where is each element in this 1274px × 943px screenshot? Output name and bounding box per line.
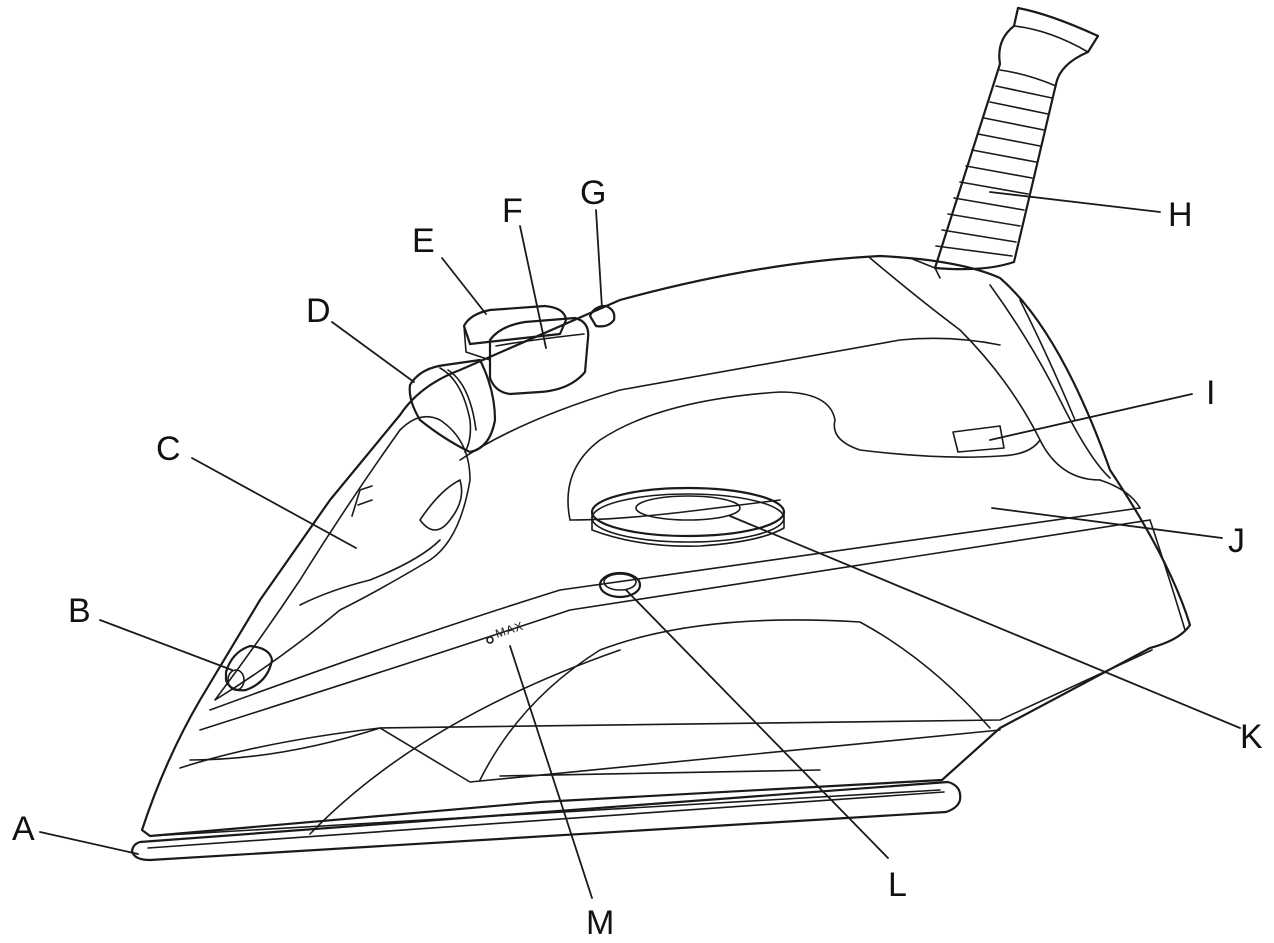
temperature-dial xyxy=(408,358,497,454)
label-b: B xyxy=(68,592,91,630)
indicator-light xyxy=(952,425,1005,453)
leader-c xyxy=(191,457,357,549)
label-d: D xyxy=(306,292,331,330)
label-c: C xyxy=(156,430,181,468)
cord-guard xyxy=(909,6,1100,279)
leader-l xyxy=(625,589,889,859)
max-fill-marking: MAX xyxy=(486,619,526,644)
leader-i xyxy=(989,393,1193,441)
label-j: J xyxy=(1228,522,1245,560)
leader-b xyxy=(99,619,233,671)
spray-nozzle xyxy=(224,644,274,692)
front-panel xyxy=(214,415,471,701)
water-filler-cap xyxy=(590,486,786,547)
label-f: F xyxy=(502,192,523,230)
label-m: M xyxy=(586,904,614,942)
leader-f xyxy=(519,225,547,349)
leader-m xyxy=(509,645,593,899)
spray-and-shot-buttons xyxy=(462,304,590,396)
label-g: G xyxy=(580,174,606,212)
part-labels: A B C D E F G H I J K L M xyxy=(12,174,1263,942)
label-i: I xyxy=(1206,374,1215,412)
soleplate xyxy=(130,780,962,862)
iron-body xyxy=(140,254,1192,838)
leader-e xyxy=(441,257,487,315)
leader-a xyxy=(39,831,139,855)
leader-lines xyxy=(39,191,1241,899)
leader-k xyxy=(729,515,1241,729)
label-a: A xyxy=(12,810,35,848)
leader-j xyxy=(991,507,1223,539)
max-fill-text: MAX xyxy=(494,619,526,641)
label-k: K xyxy=(1240,718,1263,756)
self-clean-button xyxy=(588,304,616,328)
label-h: H xyxy=(1168,196,1193,234)
handle-opening xyxy=(567,391,1041,521)
leader-g xyxy=(595,209,603,309)
leader-h xyxy=(989,191,1161,213)
steam-control-knob xyxy=(598,571,642,599)
label-l: L xyxy=(888,866,907,904)
label-e: E xyxy=(412,222,435,260)
leader-d xyxy=(331,321,415,383)
